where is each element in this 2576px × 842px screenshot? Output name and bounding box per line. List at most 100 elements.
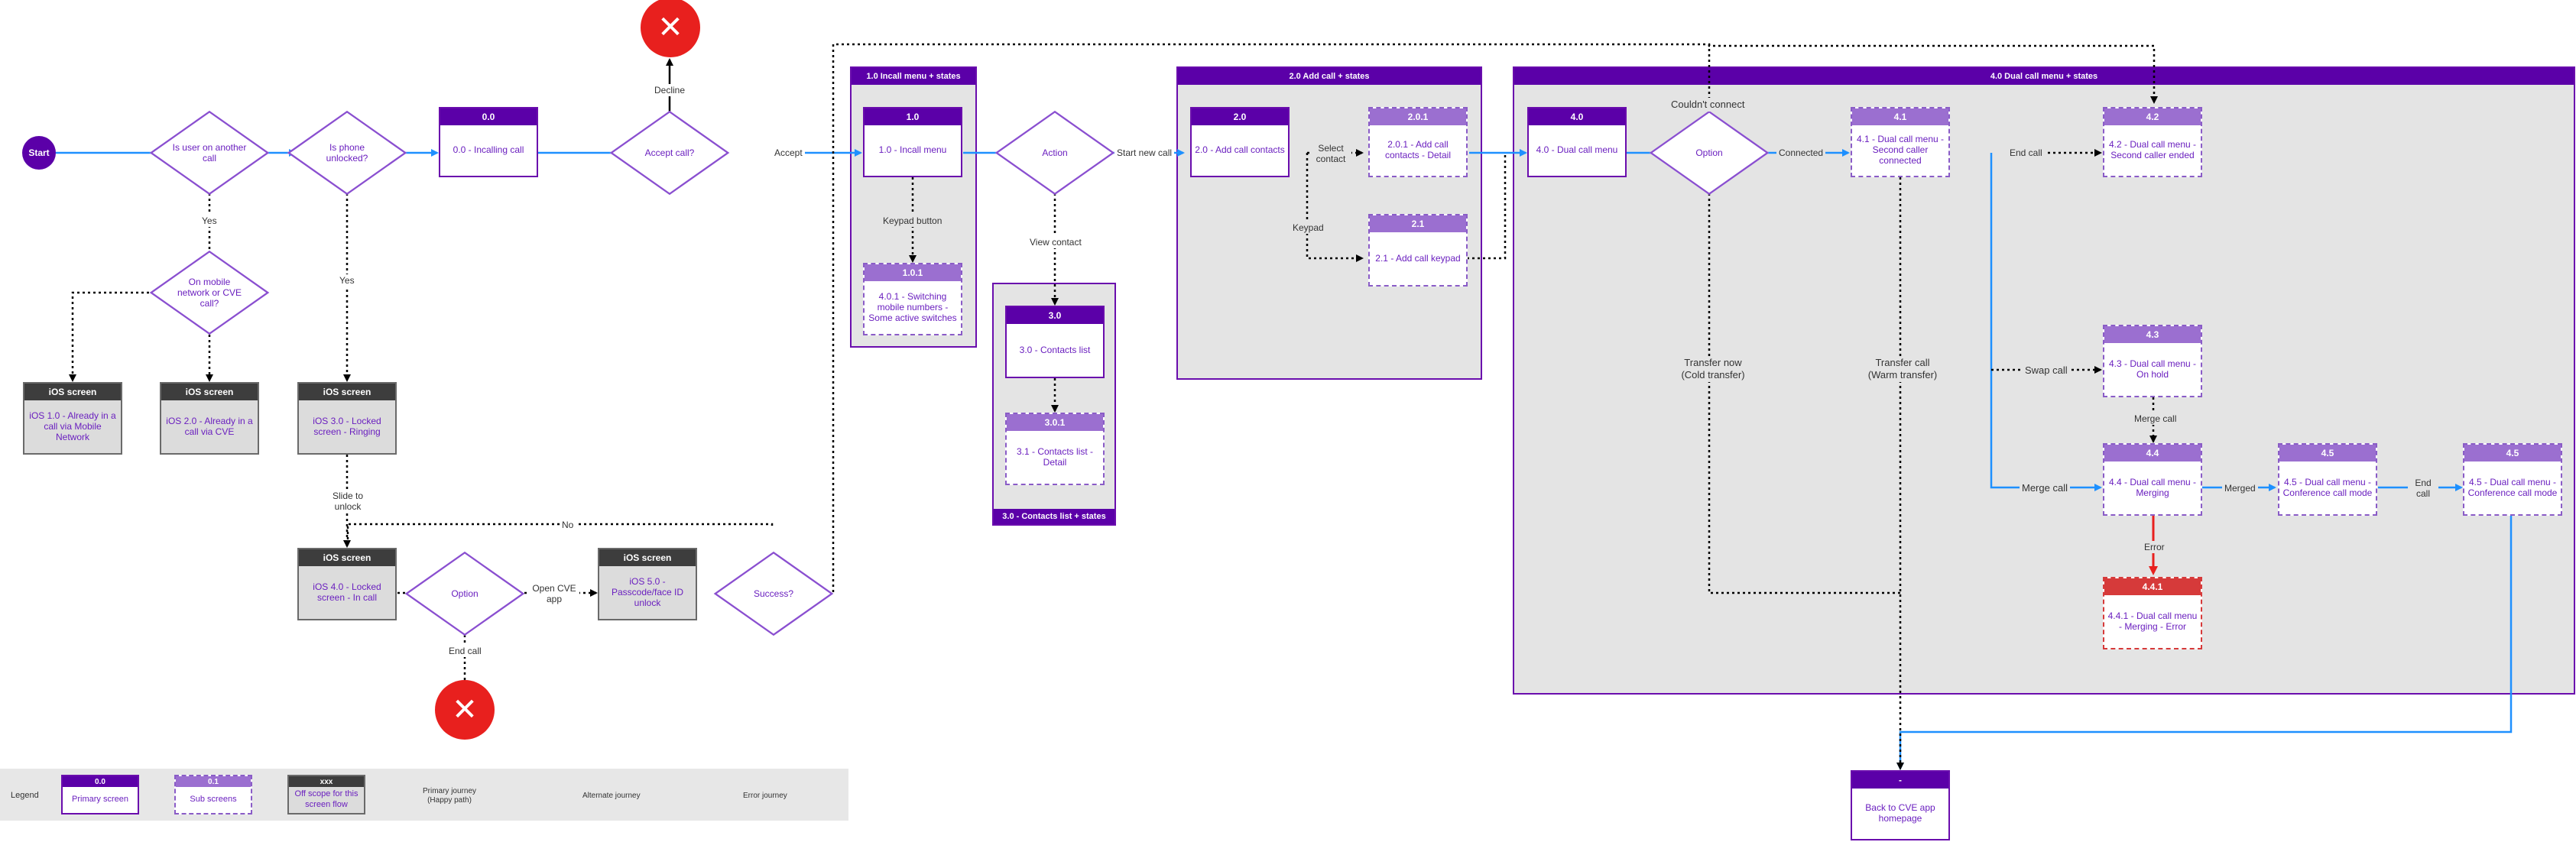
screen-id: 3.0.1 — [1007, 414, 1103, 431]
screen-id: 2.1 — [1370, 215, 1466, 232]
screen-4-4: 4.4 4.4 - Dual call menu - Merging — [2103, 443, 2202, 516]
screen-text: 4.4.1 - Dual call menu - Merging - Error — [2107, 610, 2198, 632]
edge-label-connected: Connected — [1776, 147, 1826, 159]
screen-id: 4.4 — [2104, 445, 2201, 461]
edge-label-view-contact: View contact — [1027, 236, 1084, 248]
edge-label-text: Transfer call (Warm transfer) — [1867, 357, 1938, 381]
edge-label-end-call: End call — [2007, 147, 2045, 159]
screen-id: - — [1852, 772, 1948, 789]
edge-label-no: No — [560, 519, 576, 531]
screen-id: iOS screen — [161, 384, 258, 400]
screen-2-0: 2.0 2.0 - Add call contacts — [1190, 107, 1290, 177]
edge-label-text: End call — [2415, 478, 2432, 499]
edge-label-merge-call: Merge call — [2132, 413, 2179, 425]
edge-label-yes: Yes — [200, 215, 219, 227]
screen-text: iOS 3.0 - Locked screen - Ringing — [313, 415, 381, 437]
decision-option-dual: Option — [1649, 110, 1770, 196]
screen-id: iOS screen — [24, 384, 121, 400]
screen-id: 4.5 — [2464, 445, 2561, 461]
edge-label-open-cve-app: Open CVE app — [529, 582, 579, 605]
legend-text: Sub screens — [190, 795, 237, 804]
screen-text: 2.0 - Add call contacts — [1195, 144, 1285, 155]
edge-label-keypad-button: Keypad button — [881, 215, 945, 227]
screen-text: 3.0 - Contacts list — [1019, 344, 1091, 355]
decision-label: On mobile network or CVE call? — [177, 277, 242, 309]
screen-text: 1.0 - Incall menu — [878, 144, 947, 155]
screen-id: 1.0 — [865, 108, 961, 125]
screen-ios-1: iOS screen iOS 1.0 - Already in a call v… — [23, 382, 122, 455]
screen-text: iOS 2.0 - Already in a call via CVE — [166, 415, 253, 437]
screen-text: 4.5 - Dual call menu - Conference call m… — [2467, 476, 2558, 498]
legend-id: 0.1 — [176, 776, 251, 787]
screen-ios-3: iOS screen iOS 3.0 - Locked screen - Rin… — [297, 382, 397, 455]
screen-text: 0.0 - Incalling call — [453, 144, 524, 155]
screen-id: 4.5 — [2279, 445, 2376, 461]
screen-4-5-a: 4.5 4.5 - Dual call menu - Conference ca… — [2278, 443, 2377, 516]
decision-label: Is user on another call — [172, 142, 247, 164]
legend-error-journey: Error journey — [743, 792, 787, 800]
group-title: 3.0 - Contacts list + states — [994, 509, 1114, 524]
decision-accept-call: Accept call? — [609, 110, 730, 196]
screen-4-4-1: 4.4.1 4.4.1 - Dual call menu - Merging -… — [2103, 577, 2202, 649]
screen-2-1: 2.1 2.1 - Add call keypad — [1368, 214, 1468, 287]
screen-2-0-1: 2.0.1 2.0.1 - Add call contacts - Detail — [1368, 107, 1468, 177]
group-title: 4.0 Dual call menu + states — [1514, 68, 2574, 85]
legend: Legend 0.0 Primary screen 0.1 Sub screen… — [0, 769, 848, 821]
screen-4-1: 4.1 4.1 - Dual call menu - Second caller… — [1851, 107, 1950, 177]
close-icon: ✕ — [452, 693, 478, 727]
screen-text: 4.0.1 - Switching mobile numbers - Some … — [868, 290, 957, 323]
close-icon: ✕ — [657, 11, 683, 44]
screen-id: 4.0 — [1529, 108, 1625, 125]
decision-label: Action — [1042, 147, 1068, 158]
legend-id: 0.0 — [63, 776, 138, 787]
screen-text: 4.3 - Dual call menu - On hold — [2108, 358, 2197, 380]
edge-label-accept: Accept — [772, 147, 805, 159]
screen-0-0: 0.0 0.0 - Incalling call — [439, 107, 538, 177]
edge-label-text: Slide to unlock — [332, 491, 364, 512]
edge-label-swap-call: Swap call — [2023, 364, 2070, 377]
edge-label-error: Error — [2142, 541, 2167, 553]
decision-network-type: On mobile network or CVE call? — [149, 250, 270, 335]
edge-label-text: Transfer now (Cold transfer) — [1681, 357, 1745, 381]
edge-label-couldnt-connect: Couldn't connect — [1669, 98, 1747, 112]
screen-4-5-b: 4.5 4.5 - Dual call menu - Conference ca… — [2463, 443, 2562, 516]
legend-text: Primary screen — [72, 795, 128, 804]
screen-text: iOS 5.0 - Passcode/face ID unlock — [611, 575, 684, 608]
screen-id: 2.0 — [1192, 108, 1288, 125]
decision-label: Option — [451, 588, 479, 599]
screen-home: - Back to CVE app homepage — [1851, 770, 1950, 840]
screen-text: 4.4 - Dual call menu - Merging — [2108, 476, 2197, 498]
legend-text: Off scope for this screen flow — [294, 789, 358, 809]
edge-label-select-contact: Select contact — [1310, 142, 1351, 165]
edge-label-keypad: Keypad — [1290, 222, 1326, 234]
screen-id: iOS screen — [299, 384, 395, 400]
screen-id: 4.3 — [2104, 326, 2201, 343]
screen-text: 3.1 - Contacts list - Detail — [1016, 445, 1094, 468]
edge-label-transfer-call: Transfer call (Warm transfer) — [1864, 356, 1942, 382]
edge-label-decline: Decline — [652, 84, 688, 96]
screen-4-2: 4.2 4.2 - Dual call menu - Second caller… — [2103, 107, 2202, 177]
edge-label-start-new-call: Start new call — [1114, 147, 1175, 159]
screen-ios-2: iOS screen iOS 2.0 - Already in a call v… — [160, 382, 259, 455]
screen-text: 4.2 - Dual call menu - Second caller end… — [2108, 139, 2197, 160]
legend-primary-journey: Primary journey (Happy path) — [422, 787, 477, 805]
legend-alternate-journey: Alternate journey — [582, 792, 641, 800]
edge-label-text: Open CVE app — [532, 583, 576, 604]
screen-1-0-1: 1.0.1 4.0.1 - Switching mobile numbers -… — [863, 263, 962, 335]
screen-text: 2.1 - Add call keypad — [1375, 252, 1461, 264]
start-node: Start — [22, 136, 56, 170]
end-node-decline: ✕ — [641, 0, 700, 57]
decision-label: Accept call? — [644, 147, 695, 158]
end-node-endcall: ✕ — [435, 680, 495, 740]
decision-label: Is phone unlocked? — [326, 142, 368, 164]
legend-title: Legend — [11, 791, 39, 800]
decision-option-locked: Option — [404, 551, 525, 636]
edge-label-slide-to-unlock: Slide to unlock — [327, 490, 368, 513]
screen-3-0-1: 3.0.1 3.1 - Contacts list - Detail — [1005, 413, 1105, 485]
screen-4-0: 4.0 4.0 - Dual call menu — [1527, 107, 1627, 177]
decision-success: Success? — [713, 551, 834, 636]
start-label: Start — [28, 147, 50, 158]
screen-text: 4.5 - Dual call menu - Conference call m… — [2282, 476, 2373, 498]
screen-ios-4: iOS screen iOS 4.0 - Locked screen - In … — [297, 548, 397, 620]
screen-id: 1.0.1 — [865, 264, 961, 281]
